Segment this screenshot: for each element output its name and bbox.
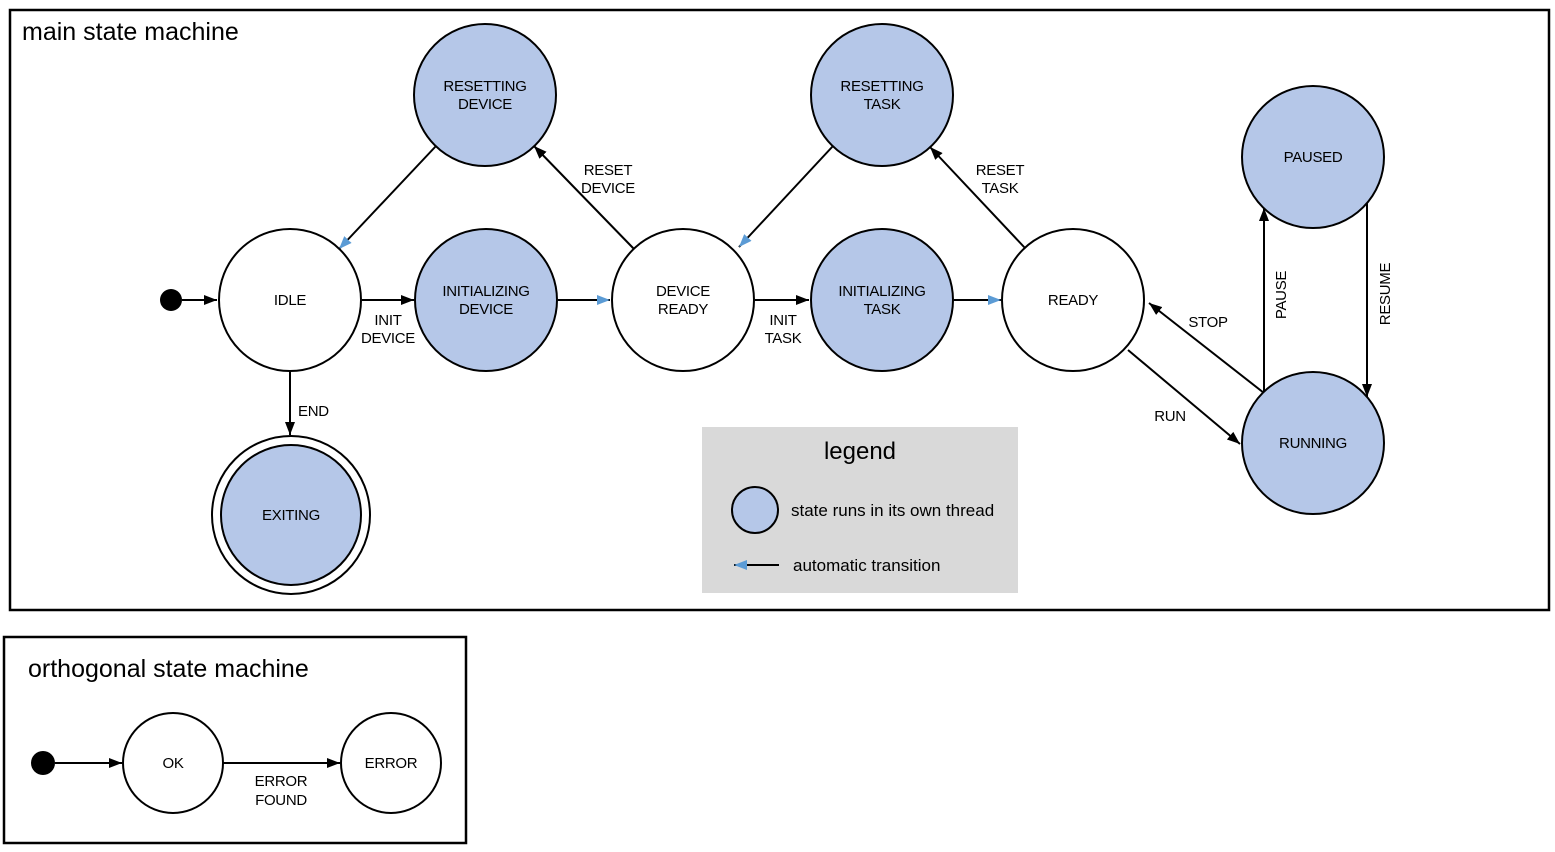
orthogonal-initial-state-dot — [31, 751, 55, 775]
edge-label-pause: PAUSE — [1273, 271, 1290, 320]
state-error-circle — [340, 712, 442, 814]
edge-label-stop: STOP — [1188, 314, 1228, 331]
edge-label-reset-device: RESET DEVICE — [581, 162, 636, 197]
state-idle: IDLE — [218, 228, 362, 372]
svg-text:TASK: TASK — [982, 180, 1019, 197]
state-paused-circle — [1241, 85, 1385, 229]
state-resetting-task-circle — [810, 23, 954, 167]
state-resetting-device-circle — [413, 23, 557, 167]
state-device-ready-circle — [611, 228, 755, 372]
state-paused: PAUSED — [1241, 85, 1385, 229]
state-ok-label: OK — [162, 755, 183, 772]
svg-text:INIT: INIT — [374, 312, 401, 329]
svg-text:DEVICE: DEVICE — [656, 283, 710, 300]
state-device-ready: DEVICE READY — [611, 228, 755, 372]
svg-text:RESETTING: RESETTING — [443, 78, 526, 95]
state-ok: OK — [122, 712, 224, 814]
edge-ready-to-resetting-task — [929, 146, 1026, 249]
edge-label-init-device: INIT DEVICE — [361, 312, 416, 347]
state-ready-circle — [1001, 228, 1145, 372]
edge-ready-to-running — [1127, 349, 1241, 445]
legend-auto-item-label: automatic transition — [793, 556, 940, 575]
svg-text:TASK: TASK — [864, 96, 901, 113]
initial-state-dot — [160, 289, 182, 311]
state-error: ERROR — [340, 712, 442, 814]
state-resetting-device: RESETTING DEVICE — [413, 23, 557, 167]
legend-title: legend — [824, 438, 896, 465]
state-resetting-task: RESETTING TASK — [810, 23, 954, 167]
edge-label-run: RUN — [1154, 408, 1186, 425]
main-frame-title: main state machine — [22, 18, 239, 46]
state-initializing-task-circle — [810, 228, 954, 372]
svg-text:RESET: RESET — [584, 162, 633, 179]
orthogonal-frame-title: orthogonal state machine — [28, 655, 309, 683]
state-initializing-device: INITIALIZING DEVICE — [414, 228, 558, 372]
svg-text:DEVICE: DEVICE — [581, 180, 635, 197]
legend-thread-item-label: state runs in its own thread — [791, 501, 994, 520]
svg-text:DEVICE: DEVICE — [361, 330, 415, 347]
state-initializing-device-circle — [414, 228, 558, 372]
svg-text:TASK: TASK — [765, 330, 802, 347]
svg-text:FOUND: FOUND — [255, 792, 307, 809]
svg-text:RESETTING: RESETTING — [840, 78, 923, 95]
svg-text:DEVICE: DEVICE — [459, 301, 513, 318]
edge-resetting-device-to-idle-automatic — [338, 145, 437, 250]
state-ok-circle — [122, 712, 224, 814]
state-running-label: RUNNING — [1279, 435, 1347, 452]
svg-text:TASK: TASK — [864, 301, 901, 318]
edge-label-resume: RESUME — [1377, 263, 1394, 326]
svg-text:DEVICE: DEVICE — [458, 96, 512, 113]
edge-running-to-ready — [1148, 302, 1265, 394]
state-exiting-final: EXITING — [211, 435, 371, 595]
main-state-machine: main state machine INIT DEVICE RESET DEV… — [8, 8, 1551, 612]
svg-text:INITIALIZING: INITIALIZING — [838, 283, 925, 300]
edge-label-error-found: ERROR FOUND — [255, 773, 308, 809]
state-exiting-label: EXITING — [262, 507, 320, 524]
legend: legend state runs in its own thread auto… — [702, 427, 1018, 593]
orthogonal-state-machine: orthogonal state machine ERROR FOUND OK … — [2, 635, 468, 845]
svg-text:INITIALIZING: INITIALIZING — [442, 283, 529, 300]
svg-text:ERROR: ERROR — [255, 773, 308, 790]
svg-text:INIT: INIT — [769, 312, 796, 329]
state-ready: READY — [1001, 228, 1145, 372]
edge-label-end: END — [298, 403, 329, 420]
state-exiting-circle — [220, 444, 362, 586]
state-ready-label: READY — [1048, 292, 1098, 309]
svg-text:RESET: RESET — [976, 162, 1025, 179]
state-idle-circle — [218, 228, 362, 372]
edge-label-init-task: INIT TASK — [765, 312, 802, 347]
svg-text:READY: READY — [658, 301, 708, 318]
state-idle-label: IDLE — [274, 292, 306, 309]
state-error-label: ERROR — [365, 755, 418, 772]
state-initializing-task: INITIALIZING TASK — [810, 228, 954, 372]
state-running: RUNNING — [1241, 371, 1385, 515]
state-paused-label: PAUSED — [1284, 149, 1343, 166]
legend-threaded-state-icon — [731, 486, 779, 534]
edge-device-ready-to-resetting-device — [533, 145, 635, 250]
state-running-circle — [1241, 371, 1385, 515]
edge-resetting-task-to-device-ready-automatic — [738, 145, 834, 248]
edge-label-reset-task: RESET TASK — [976, 162, 1025, 197]
